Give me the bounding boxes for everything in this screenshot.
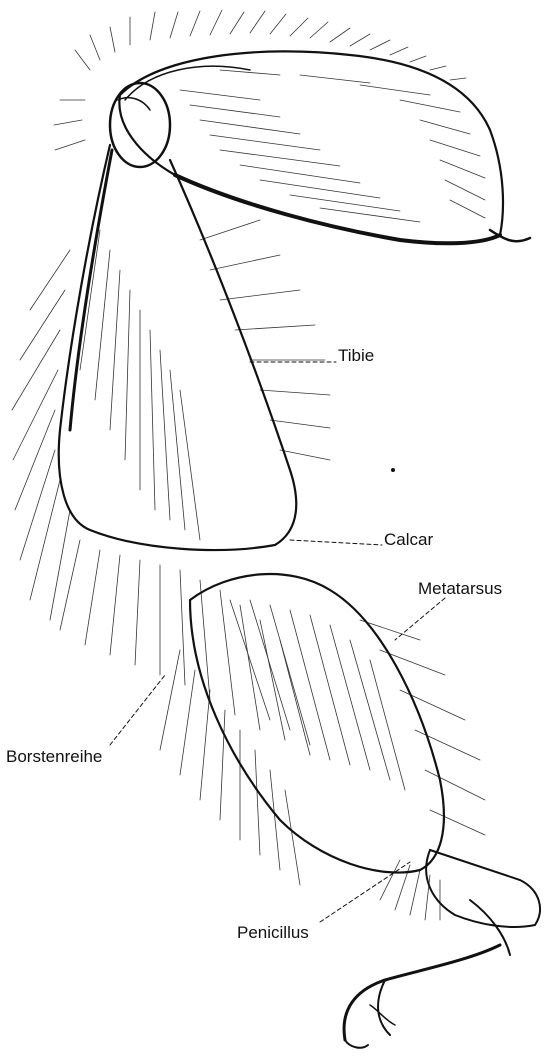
label-penicillus: Penicillus: [237, 924, 309, 941]
stray-dot: [391, 468, 395, 472]
tarsal-segments: [426, 850, 540, 955]
borstenreihe-leader: [110, 675, 165, 745]
claw: [344, 945, 500, 1048]
metatarsus-leader: [395, 598, 445, 640]
penicillus-leader: [320, 862, 410, 922]
joint-knee: [110, 83, 170, 167]
femur-segment: [119, 51, 530, 243]
label-tibie: Tibie: [338, 347, 374, 364]
label-borstenreihe: Borstenreihe: [6, 748, 102, 765]
leg-drawing: [12, 10, 540, 1048]
metatarsus-segment: [190, 574, 444, 873]
calcar-leader: [290, 540, 382, 545]
label-metatarsus: Metatarsus: [418, 580, 502, 597]
label-calcar: Calcar: [384, 531, 433, 548]
setae-hatching: [12, 10, 485, 920]
